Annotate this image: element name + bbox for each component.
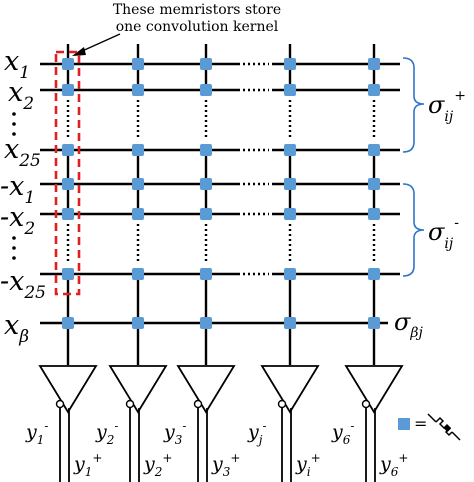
amplifier-5 [344, 365, 404, 482]
row-label-x-beta: xβ [4, 310, 29, 347]
memristor-node-x-beta-col-2 [132, 317, 144, 329]
legend-node-swatch [398, 418, 410, 430]
amplifier-1-bubble [55, 399, 65, 409]
annotation-line-1: These memristors store [113, 2, 281, 18]
memristor-node-neg-x25-col-3 [200, 268, 212, 280]
amplifier-2-bubble [125, 399, 135, 409]
memristor-node-x1-col-5 [368, 58, 380, 70]
memristor-node-neg-x2-col-1 [62, 208, 74, 220]
brace-positive [402, 57, 425, 153]
neg-row-label-ellipsis [12, 236, 16, 260]
output-label-neg-2: y2- [95, 419, 118, 447]
kernel-highlight-box [54, 50, 81, 296]
memristor-node-x25-col-3 [200, 144, 212, 156]
memristor-node-neg-x2-col-3 [200, 208, 212, 220]
output-label-neg-1: y1- [25, 419, 48, 447]
amplifier-5-bubble [361, 399, 371, 409]
vertical-dot-gaps [66, 100, 376, 264]
output-labels: y1- y1+ y2- y2+ y3- y3+ yj-yi+ y6- y6+ [25, 419, 408, 479]
memristor-node-x1-col-2 [132, 58, 144, 70]
memristor-node-x1-col-3 [200, 58, 212, 70]
memristor-node-x2-col-5 [368, 84, 380, 96]
row-label-neg-x1: -x1 [0, 171, 35, 208]
memristor-node-x2-col-4 [284, 84, 296, 96]
legend: = [398, 413, 461, 441]
amplifier-2 [108, 365, 168, 482]
memristor-node-neg-x2-col-4 [284, 208, 296, 220]
memristor-node-neg-x1-col-2 [132, 178, 144, 190]
sigma-ij-minus-label: σij- [428, 215, 459, 252]
memristor-node-neg-x1-col-5 [368, 178, 380, 190]
sigma-ij-plus-label: σij+ [428, 88, 466, 125]
legend-equals: = [414, 414, 427, 433]
row-label-x1: x1 [4, 46, 30, 83]
memristor-node-neg-x1-col-4 [284, 178, 296, 190]
output-label-neg-5: y6- [331, 419, 354, 447]
output-label-pos-3: y3+ [211, 451, 240, 479]
memristor-node-neg-x2-col-2 [132, 208, 144, 220]
row-label-neg-x25: -x25 [0, 266, 46, 303]
row-label-x2: x2 [8, 77, 34, 114]
memristor-node-x25-col-5 [368, 144, 380, 156]
output-label-neg-4: yj- [247, 419, 267, 447]
memristor-node-x2-col-2 [132, 84, 144, 96]
output-label-neg-3: y3- [163, 419, 186, 447]
memristor-node-x25-col-4 [284, 144, 296, 156]
memristor-node-x25-col-1 [62, 144, 74, 156]
memristor-node-neg-x25-col-1 [62, 268, 74, 280]
output-label-pos-1: y1+ [73, 451, 102, 479]
amplifier-1 [38, 365, 98, 482]
row-label-ellipsis [12, 112, 16, 136]
sigma-beta-j-label: σβj [394, 308, 423, 341]
output-label-pos-4: yi+ [295, 451, 321, 479]
row-lines [40, 62, 400, 325]
memristor-node-x2-col-3 [200, 84, 212, 96]
output-label-pos-5: y6+ [379, 451, 408, 479]
memristor-node-neg-x25-col-5 [368, 268, 380, 280]
memristor-node-x1-col-4 [284, 58, 296, 70]
row-label-x25: x25 [4, 134, 41, 171]
memristor-node-x-beta-col-5 [368, 317, 380, 329]
memristor-symbol-icon [427, 413, 461, 441]
annotation-line-2: one convolution kernel [116, 19, 279, 35]
memristor-nodes [62, 58, 380, 329]
memristor-node-neg-x1-col-1 [62, 178, 74, 190]
column-lines [66, 44, 376, 365]
memristor-node-x25-col-2 [132, 144, 144, 156]
memristor-node-x-beta-col-1 [62, 317, 74, 329]
memristor-node-x-beta-col-4 [284, 317, 296, 329]
memristor-node-neg-x25-col-4 [284, 268, 296, 280]
brace-negative [402, 183, 425, 277]
amplifier-4-bubble [277, 399, 287, 409]
row-dot-gaps [243, 62, 269, 276]
memristor-node-neg-x25-col-2 [132, 268, 144, 280]
memristor-node-neg-x1-col-3 [200, 178, 212, 190]
memristor-node-neg-x2-col-5 [368, 208, 380, 220]
amplifiers [38, 365, 404, 482]
memristor-node-x-beta-col-3 [200, 317, 212, 329]
amplifier-4 [260, 365, 320, 482]
annotation-arrow [72, 33, 121, 56]
row-label-neg-x2: -x2 [0, 202, 35, 239]
memristor-node-x2-col-1 [62, 84, 74, 96]
amplifier-3 [176, 365, 236, 482]
output-label-pos-2: y2+ [143, 451, 172, 479]
amplifier-3-bubble [193, 399, 203, 409]
memristor-node-x1-col-1 [62, 58, 74, 70]
